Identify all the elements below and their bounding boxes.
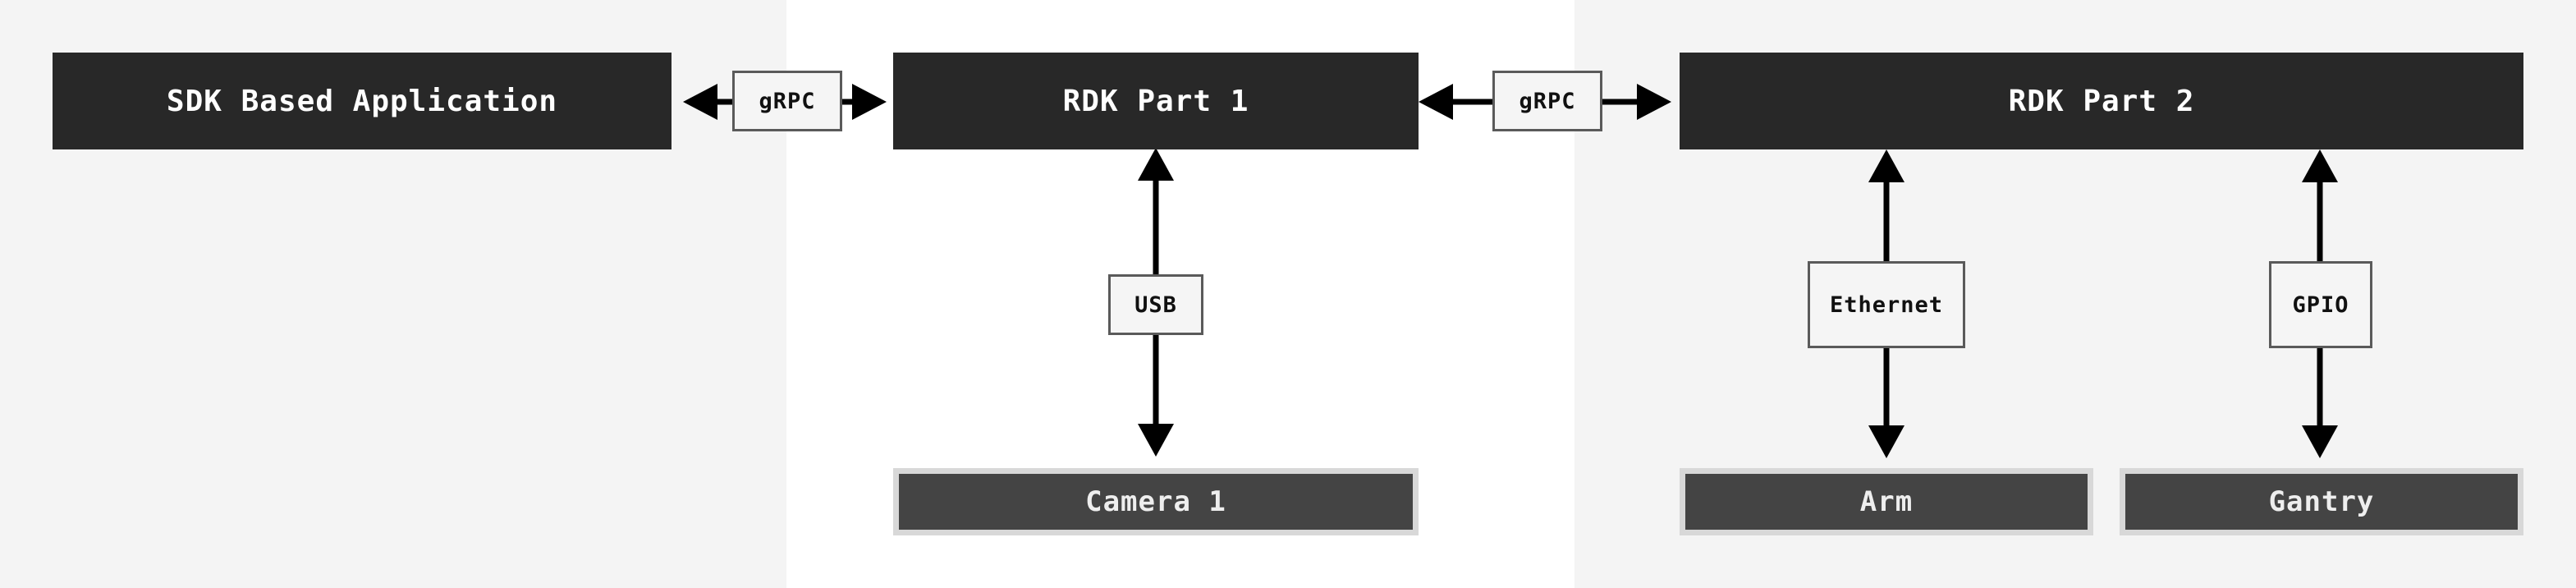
label-grpc-rdk1-rdk2: gRPC (1492, 71, 1602, 131)
label-grpc-sdk-rdk1: gRPC (732, 71, 842, 131)
device-arm: Arm (1680, 468, 2093, 535)
node-rdk-part-2: RDK Part 2 (1680, 53, 2523, 149)
label-usb: USB (1108, 274, 1203, 335)
device-gantry: Gantry (2120, 468, 2523, 535)
label-ethernet: Ethernet (1808, 261, 1965, 348)
node-sdk-application: SDK Based Application (53, 53, 672, 149)
node-rdk-part-1: RDK Part 1 (893, 53, 1419, 149)
device-camera-1: Camera 1 (893, 468, 1419, 535)
label-gpio: GPIO (2269, 261, 2372, 348)
